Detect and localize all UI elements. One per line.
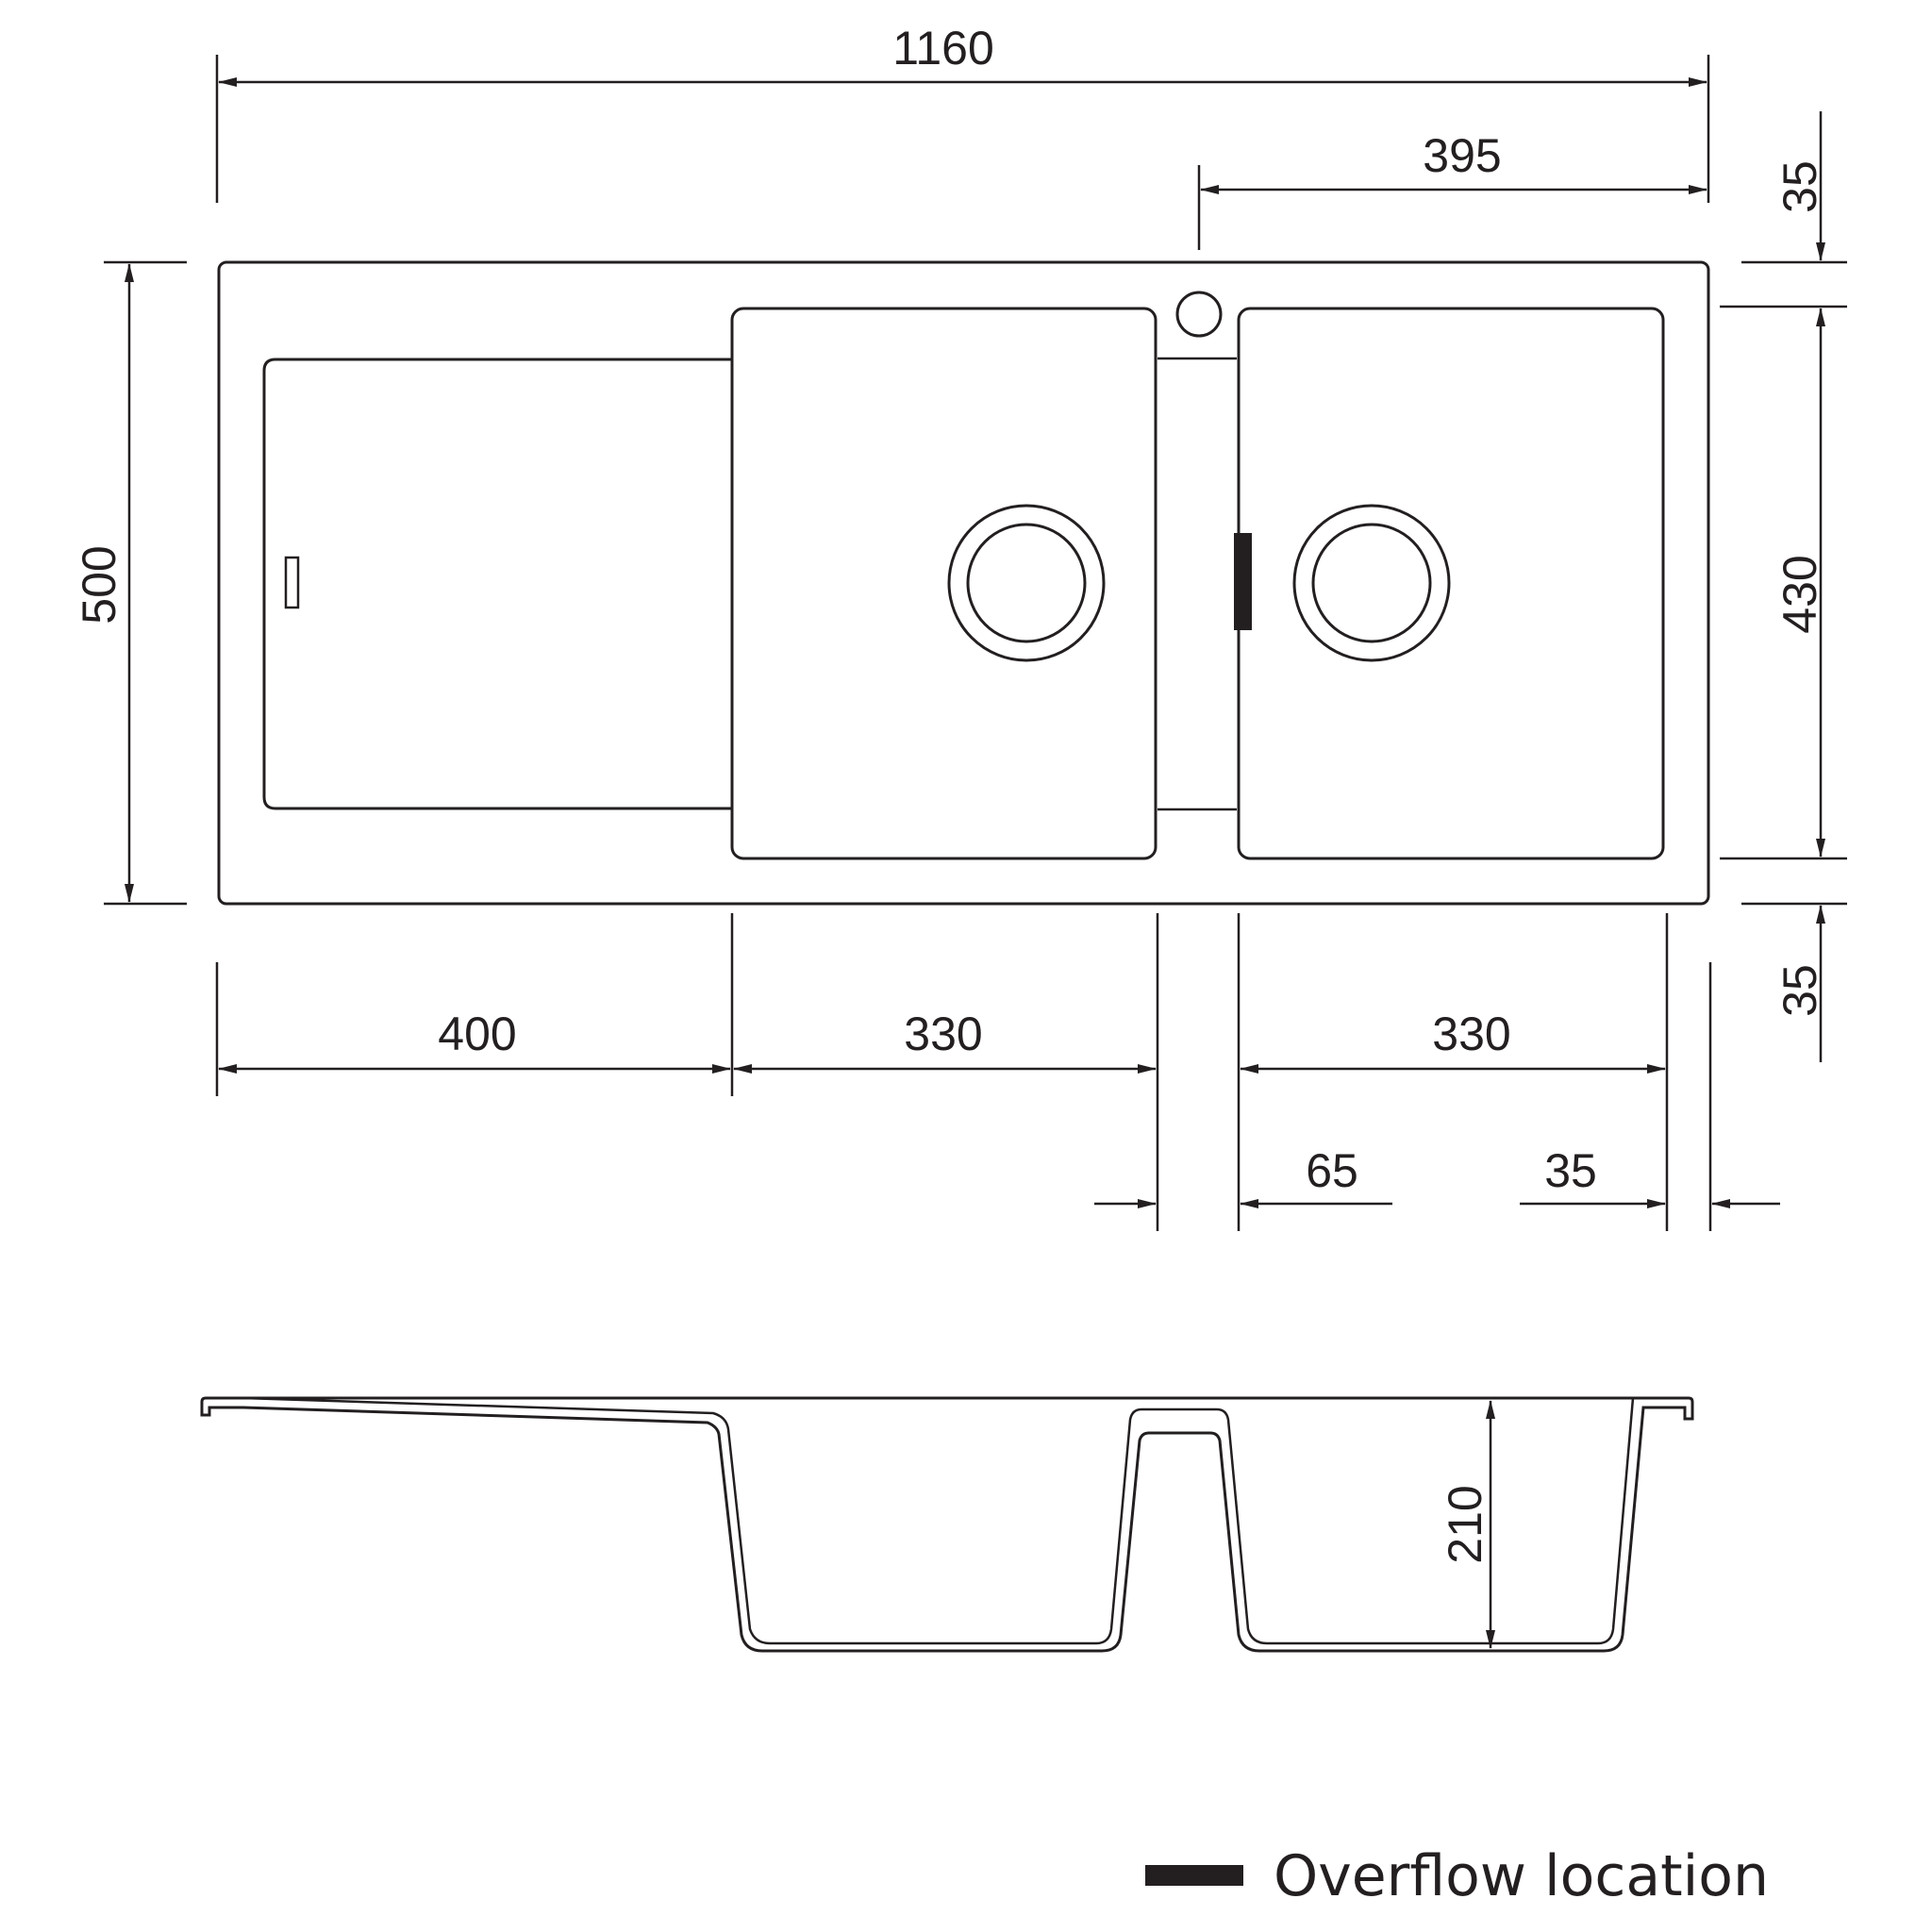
dim-left-bowl-width: 330 [904,1008,982,1060]
dim-divider: 65 [1306,1144,1358,1197]
right-waste-outer-icon [1292,504,1451,662]
right-waste-inner-icon [1311,523,1432,643]
drainer-overflow-icon [284,556,300,609]
dim-bowl-depth: 430 [1774,555,1826,633]
right-bowl [1237,307,1665,860]
dim-overall-width: 1160 [892,22,994,75]
tap-hole-icon [1175,291,1223,338]
left-bowl [730,307,1158,860]
dim-right-rim: 35 [1544,1144,1597,1197]
left-waste-inner-icon [966,523,1087,643]
overflow-legend-icon [1145,1865,1243,1886]
dim-section-depth: 210 [1439,1485,1491,1563]
dim-bottom-rim: 35 [1774,964,1826,1017]
drainer-area [262,358,732,810]
plan-view [217,260,1710,906]
dim-right-bowl-width: 330 [1432,1008,1510,1060]
legend: Overflow location [1145,1843,1769,1909]
section-view: 210 [200,1396,1694,1653]
sink-outline [217,260,1710,906]
legend-label: Overflow location [1274,1843,1769,1909]
dim-drainer-width: 400 [438,1008,516,1060]
dim-top-rim: 35 [1774,160,1826,213]
dim-tap-hole-offset: 395 [1423,129,1501,182]
left-waste-outer-icon [947,504,1106,662]
dimensions: 1160 395 35 430 35 500 400 [73,22,1847,1231]
dim-overall-depth: 500 [73,545,125,624]
overflow-slot-icon [1234,533,1252,630]
